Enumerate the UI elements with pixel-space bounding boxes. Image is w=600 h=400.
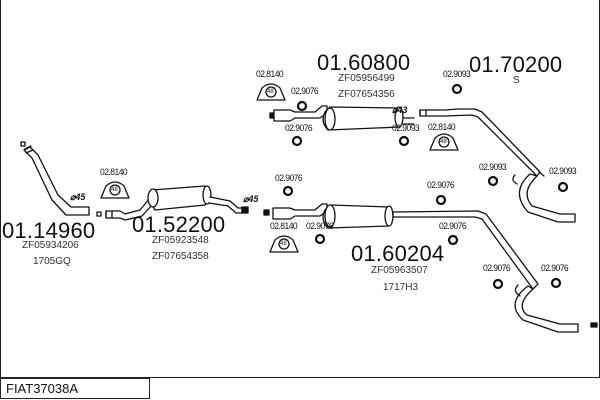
diameter-label: ⌀45 xyxy=(70,192,86,202)
diameter-label: ⌀43 xyxy=(392,105,408,115)
clamp-size-label: 48 xyxy=(440,139,447,145)
ref-number: ZF05923548 xyxy=(152,235,209,246)
accessory-label[interactable]: 02.9076 xyxy=(275,173,303,184)
accessory-label[interactable]: 02.8140 xyxy=(256,69,284,80)
ref-number: ZF05934206 xyxy=(22,240,79,251)
tail-pipe-drawing[interactable] xyxy=(419,108,576,223)
ref-number: 1705GQ xyxy=(33,256,71,267)
accessory-label[interactable]: 02.9076 xyxy=(285,123,313,134)
diameter-label: ⌀45 xyxy=(243,194,259,204)
clamp-icon xyxy=(269,235,299,253)
ref-number: ZF05963507 xyxy=(371,265,428,276)
accessory-label[interactable]: 02.8140 xyxy=(428,122,456,133)
ref-number: ZF07654358 xyxy=(152,251,209,262)
ring-icon xyxy=(435,194,447,206)
accessory-label[interactable]: 02.9093 xyxy=(479,162,507,173)
ring-icon xyxy=(398,135,410,147)
part-number-01-70200[interactable]: 01.70200 xyxy=(469,52,563,77)
part-number-01-60204[interactable]: 01.60204 xyxy=(351,241,445,266)
accessory-label[interactable]: 02.9076 xyxy=(306,221,334,232)
ring-icon xyxy=(282,185,294,197)
ring-icon xyxy=(487,175,499,187)
rear-silencer-b-drawing[interactable] xyxy=(263,203,598,333)
clamp-size-label: 48 xyxy=(111,187,118,193)
accessory-label[interactable]: 02.9093 xyxy=(443,69,471,80)
ring-icon xyxy=(492,278,504,290)
accessory-label[interactable]: 02.9076 xyxy=(541,263,569,274)
accessory-label[interactable]: 02.9076 xyxy=(439,221,467,232)
accessory-label[interactable]: 02.9093 xyxy=(392,123,420,134)
part-number-01-14960[interactable]: 01.14960 xyxy=(2,218,96,243)
part-number-01-52200[interactable]: 01.52200 xyxy=(132,212,226,237)
ref-number: 1717H3 xyxy=(383,282,419,293)
ring-icon xyxy=(451,83,463,95)
rear-silencer-a-drawing[interactable] xyxy=(269,105,415,131)
ring-icon xyxy=(447,234,459,246)
clamp-size-label: 48 xyxy=(267,89,274,95)
center-silencer-drawing[interactable] xyxy=(105,185,249,221)
ring-icon xyxy=(550,277,562,289)
accessory-label[interactable]: 02.8140 xyxy=(100,167,128,178)
accessory-label[interactable]: 02.9076 xyxy=(291,86,319,97)
accessory-label[interactable]: 02.9076 xyxy=(483,263,511,274)
clamp-icon xyxy=(100,181,130,199)
ref-number: ZF05956499 xyxy=(338,73,395,84)
part-number-01-60800[interactable]: 01.60800 xyxy=(317,50,411,75)
clamp-size-label: 48 xyxy=(280,241,287,247)
clamp-icon xyxy=(429,133,459,151)
ring-icon xyxy=(296,100,308,112)
ring-icon xyxy=(291,135,303,147)
accessory-label[interactable]: 02.8140 xyxy=(270,221,298,232)
ref-number: ZF07654356 xyxy=(338,89,395,100)
front-pipe-drawing[interactable] xyxy=(20,141,102,217)
clamp-icon xyxy=(256,83,286,101)
ring-icon xyxy=(557,181,569,193)
ring-icon xyxy=(314,233,326,245)
accessory-label[interactable]: 02.9093 xyxy=(549,166,577,177)
ref-number: S xyxy=(513,75,520,86)
diagram-code: FIAT37038A xyxy=(0,378,150,399)
frame-bottom-border xyxy=(0,377,600,378)
accessory-label[interactable]: 02.9076 xyxy=(427,180,455,191)
frame-left-border xyxy=(0,0,1,378)
